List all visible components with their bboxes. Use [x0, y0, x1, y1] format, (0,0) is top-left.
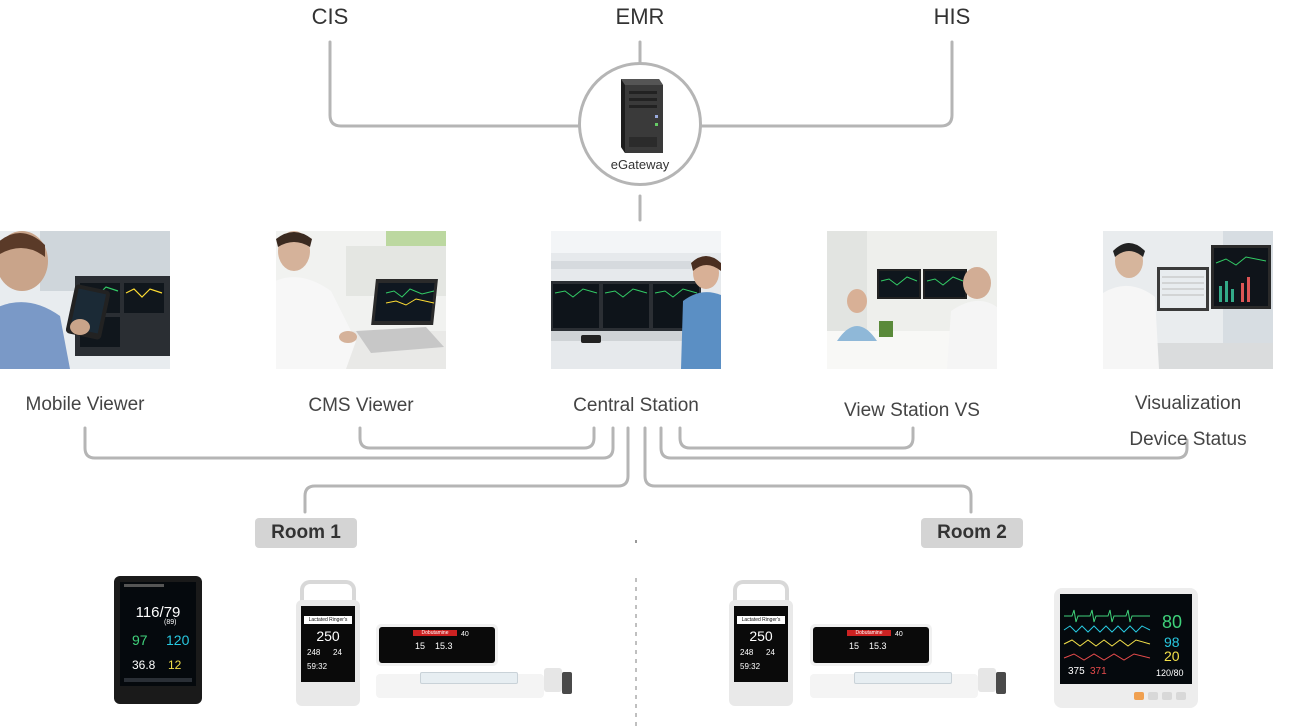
status-bar [124, 584, 164, 587]
mobile-viewer-label: Mobile Viewer [25, 394, 145, 415]
pump-time: 59:32 [307, 662, 328, 671]
room1-syringe-assembly [376, 668, 586, 700]
temp-value: 36.8 [132, 658, 156, 672]
syringe-v1: 15 [415, 641, 426, 651]
syringe-clamp [996, 672, 1006, 694]
room2-nibp: 120/80 [1156, 668, 1184, 678]
alarm-button [1134, 692, 1144, 700]
room2-monitor-screen: 80 98 20 375 371 120/80 [1060, 594, 1192, 684]
freeze-button [1176, 692, 1186, 700]
view-station-link [678, 426, 915, 450]
system-emr-label: EMR [615, 4, 665, 29]
nibp-button [1162, 692, 1172, 700]
cms-viewer-link [358, 426, 596, 450]
room1-syringe-pump: Dobutamine 15 15.3 40 [376, 624, 498, 666]
syringe-v2: 15.3 [435, 641, 453, 651]
room1-monitor-screen: 116/79 (89) 97 120 36.8 12 [120, 582, 196, 686]
hr-value: 97 [132, 632, 148, 648]
syringe-pump-screen: Dobutamine 15 15.3 40 [379, 627, 495, 663]
pump-screen: Lactated Ringer's 250 248 24 59:32 [734, 606, 788, 682]
drug-name: Lactated Ringer's [737, 616, 785, 624]
pump-v1: 248 [307, 648, 321, 657]
menu-button [1148, 692, 1158, 700]
central-station-photo [551, 231, 721, 369]
pump-v1: 248 [740, 648, 754, 657]
central-station-label: Central Station [573, 395, 699, 416]
system-cis-label: CIS [311, 4, 349, 29]
pump-screen: Lactated Ringer's 250 248 24 59:32 [301, 606, 355, 682]
room1-link [303, 426, 630, 514]
system-his-label: HIS [933, 4, 971, 29]
bp-mean-value: (89) [164, 619, 177, 626]
spo2-value: 120 [166, 632, 190, 648]
syringe-dose: 40 [461, 631, 469, 638]
drug-name: Lactated Ringer's [304, 616, 352, 624]
room2-infusion-pump: Lactated Ringer's 250 248 24 59:32 [729, 580, 793, 706]
egateway-node: eGateway [578, 62, 702, 186]
view-station-label: View Station VS [844, 400, 980, 421]
room2-syringe-assembly [810, 668, 1020, 700]
pump-handle [300, 580, 356, 602]
syringe-barrel [420, 672, 518, 684]
cis-link [328, 40, 582, 128]
room2-p1: 375 [1068, 666, 1085, 677]
room1-infusion-pump: Lactated Ringer's 250 248 24 59:32 [296, 580, 360, 706]
visualization-label: Visualization Device Status [1129, 393, 1247, 450]
room2-spo2: 98 [1164, 634, 1180, 650]
mobile-viewer-photo [0, 231, 170, 369]
room2-link [643, 426, 973, 514]
visualization-photo [1103, 231, 1273, 369]
syringe-pump-screen: Dobutamine 15 15.3 40 [813, 627, 929, 663]
room2-p2: 371 [1090, 666, 1107, 677]
monitor-buttons [1134, 692, 1190, 700]
pump-time: 59:32 [740, 662, 761, 671]
room2-rr: 20 [1164, 648, 1180, 664]
egateway-label: eGateway [610, 157, 670, 172]
room1-badge: Room 1 [255, 518, 357, 548]
rr-value: 12 [168, 658, 182, 672]
his-link [700, 40, 954, 128]
room2-syringe-pump: Dobutamine 15 15.3 40 [810, 624, 932, 666]
syringe-plunger [978, 668, 996, 692]
menu-bar [124, 678, 192, 682]
room2-hr: 80 [1162, 612, 1183, 632]
room2-badge: Room 2 [921, 518, 1023, 548]
syringe-drug-name: Dobutamine [847, 630, 891, 636]
syringe-drug-name: Dobutamine [413, 630, 457, 636]
syringe-dose: 40 [895, 631, 903, 638]
pump-rate: 250 [316, 628, 340, 644]
cms-viewer-label: CMS Viewer [308, 395, 414, 416]
mobile-viewer-link [83, 426, 615, 460]
room2-patient-monitor: 80 98 20 375 371 120/80 [1054, 588, 1198, 708]
syringe-barrel [854, 672, 952, 684]
waveforms [1063, 609, 1151, 661]
bp-value: 116/79 [135, 604, 181, 621]
syringe-v2: 15.3 [869, 641, 887, 651]
view-station-photo [827, 231, 997, 369]
syringe-v1: 15 [849, 641, 860, 651]
pump-v2: 24 [333, 648, 342, 657]
cms-viewer-photo [276, 231, 446, 369]
syringe-plunger [544, 668, 562, 692]
pump-v2: 24 [766, 648, 775, 657]
pump-handle [733, 580, 789, 602]
pump-rate: 250 [749, 628, 773, 644]
syringe-clamp [562, 672, 572, 694]
room1-monitor: 116/79 (89) 97 120 36.8 12 [114, 576, 202, 704]
server-icon [621, 79, 663, 153]
visualization-link [659, 426, 1189, 460]
